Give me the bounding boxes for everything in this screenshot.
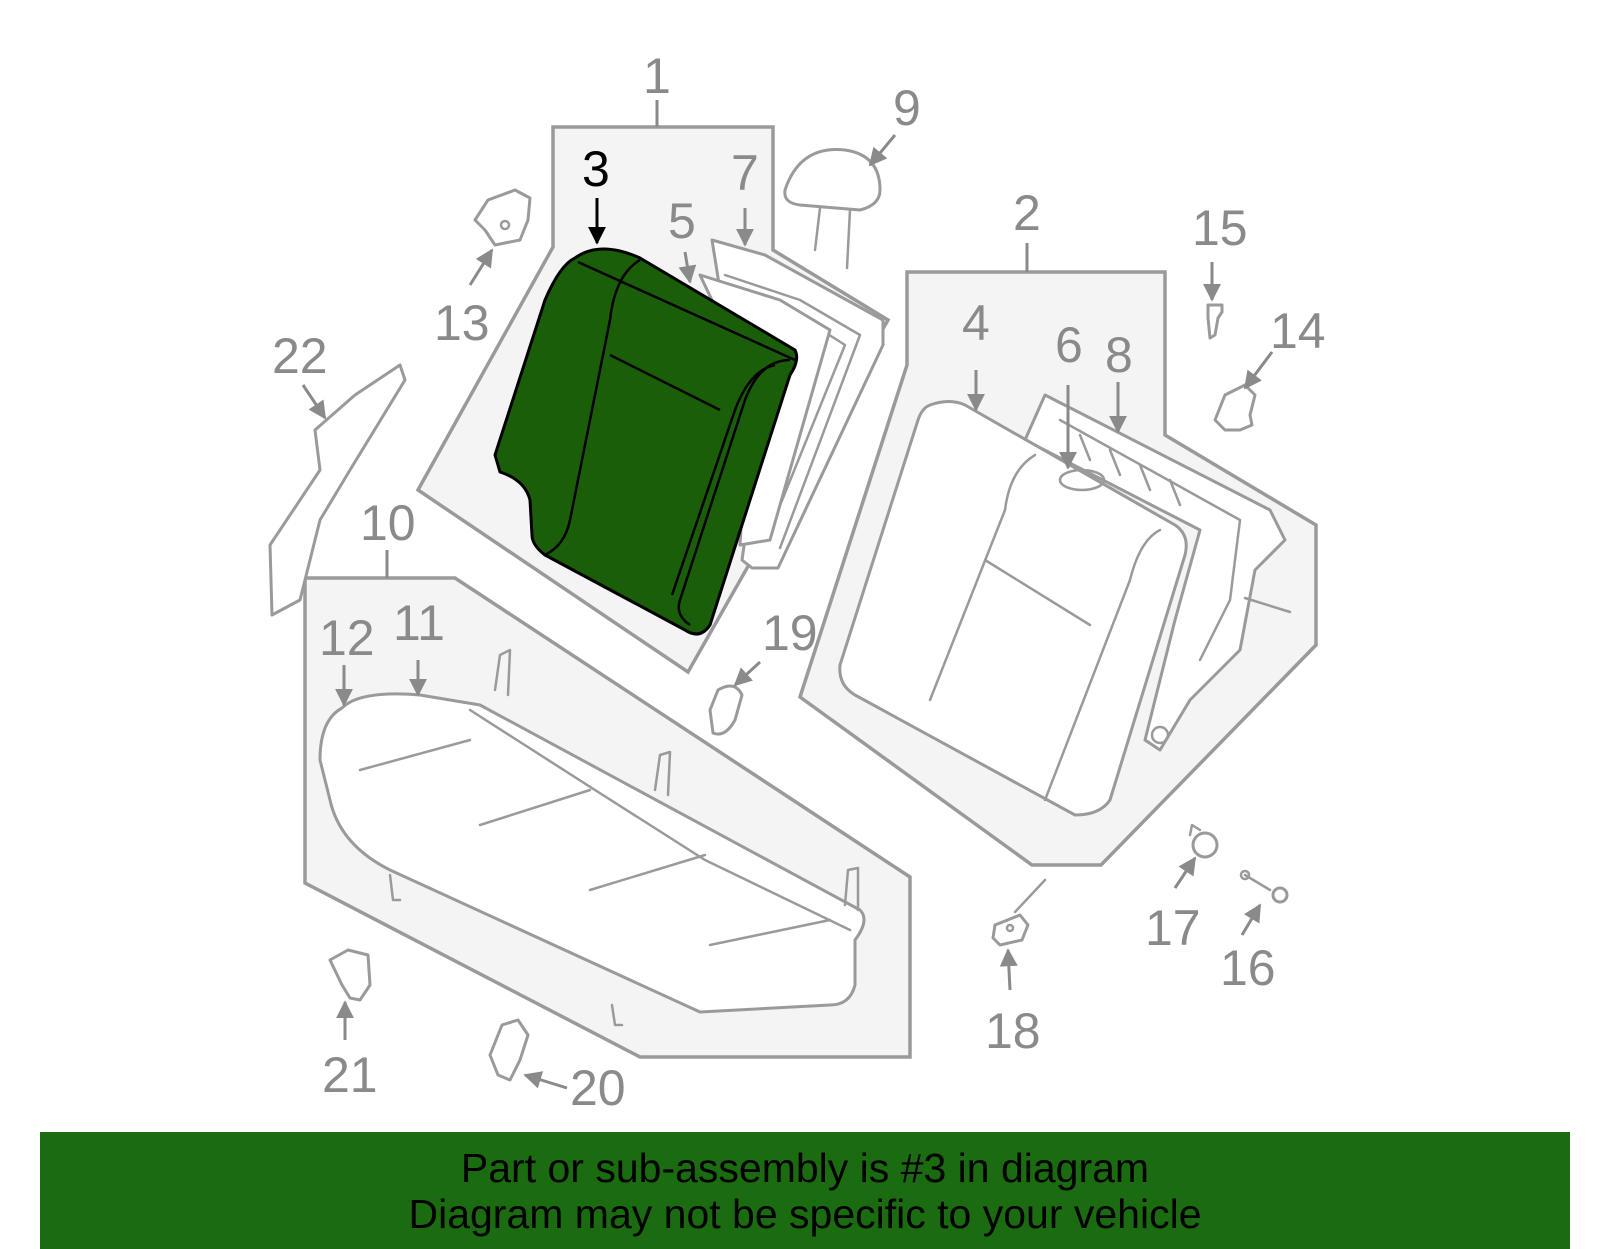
hook-bracket <box>328 948 372 1002</box>
callout-21: 21 <box>322 1047 378 1103</box>
bolt <box>1239 869 1289 904</box>
callout-20: 20 <box>570 1060 626 1116</box>
grommet <box>1188 823 1219 859</box>
callout-9: 9 <box>893 80 921 136</box>
callout-17: 17 <box>1145 900 1201 956</box>
latch-handle <box>991 878 1047 947</box>
callout-2: 2 <box>1013 185 1041 241</box>
seat-cushion <box>318 648 866 1027</box>
seatback-cover-3-body <box>493 247 799 636</box>
callout-3: 3 <box>582 141 610 197</box>
info-banner: Part or sub-assembly is #3 in diagram Di… <box>40 1132 1570 1249</box>
banner-line-disclaimer: Diagram may not be specific to your vehi… <box>408 1190 1202 1237</box>
parts-diagram: 1 2 3 4 5 6 7 8 9 10 11 12 13 14 15 16 1… <box>268 48 1326 1116</box>
callout-6: 6 <box>1055 317 1083 373</box>
banner-line-part: Part or sub-assembly is #3 in diagram <box>460 1144 1150 1191</box>
callout-4: 4 <box>962 295 990 351</box>
callout-7: 7 <box>731 145 759 201</box>
callout-12: 12 <box>319 610 375 666</box>
lock-bracket <box>473 188 532 247</box>
callout-11: 11 <box>393 595 445 651</box>
seatback-cover-3 <box>493 247 799 636</box>
callout-1: 1 <box>643 48 671 104</box>
callout-22: 22 <box>272 328 328 384</box>
anchor-bracket <box>488 1018 530 1082</box>
headrest <box>783 148 882 270</box>
hinge-cover <box>1213 383 1257 432</box>
callout-15: 15 <box>1192 200 1248 256</box>
callout-5: 5 <box>668 193 696 249</box>
callout-16: 16 <box>1220 940 1276 996</box>
callout-13: 13 <box>434 295 490 351</box>
callout-10: 10 <box>360 495 416 551</box>
seatback-right <box>838 393 1292 817</box>
clip-fastener <box>1206 303 1224 340</box>
side-bracket <box>268 363 407 617</box>
striker-cover <box>708 684 744 736</box>
callout-8: 8 <box>1105 327 1133 383</box>
callout-14: 14 <box>1270 303 1326 359</box>
callout-19: 19 <box>762 605 818 661</box>
callout-18: 18 <box>985 1003 1041 1059</box>
